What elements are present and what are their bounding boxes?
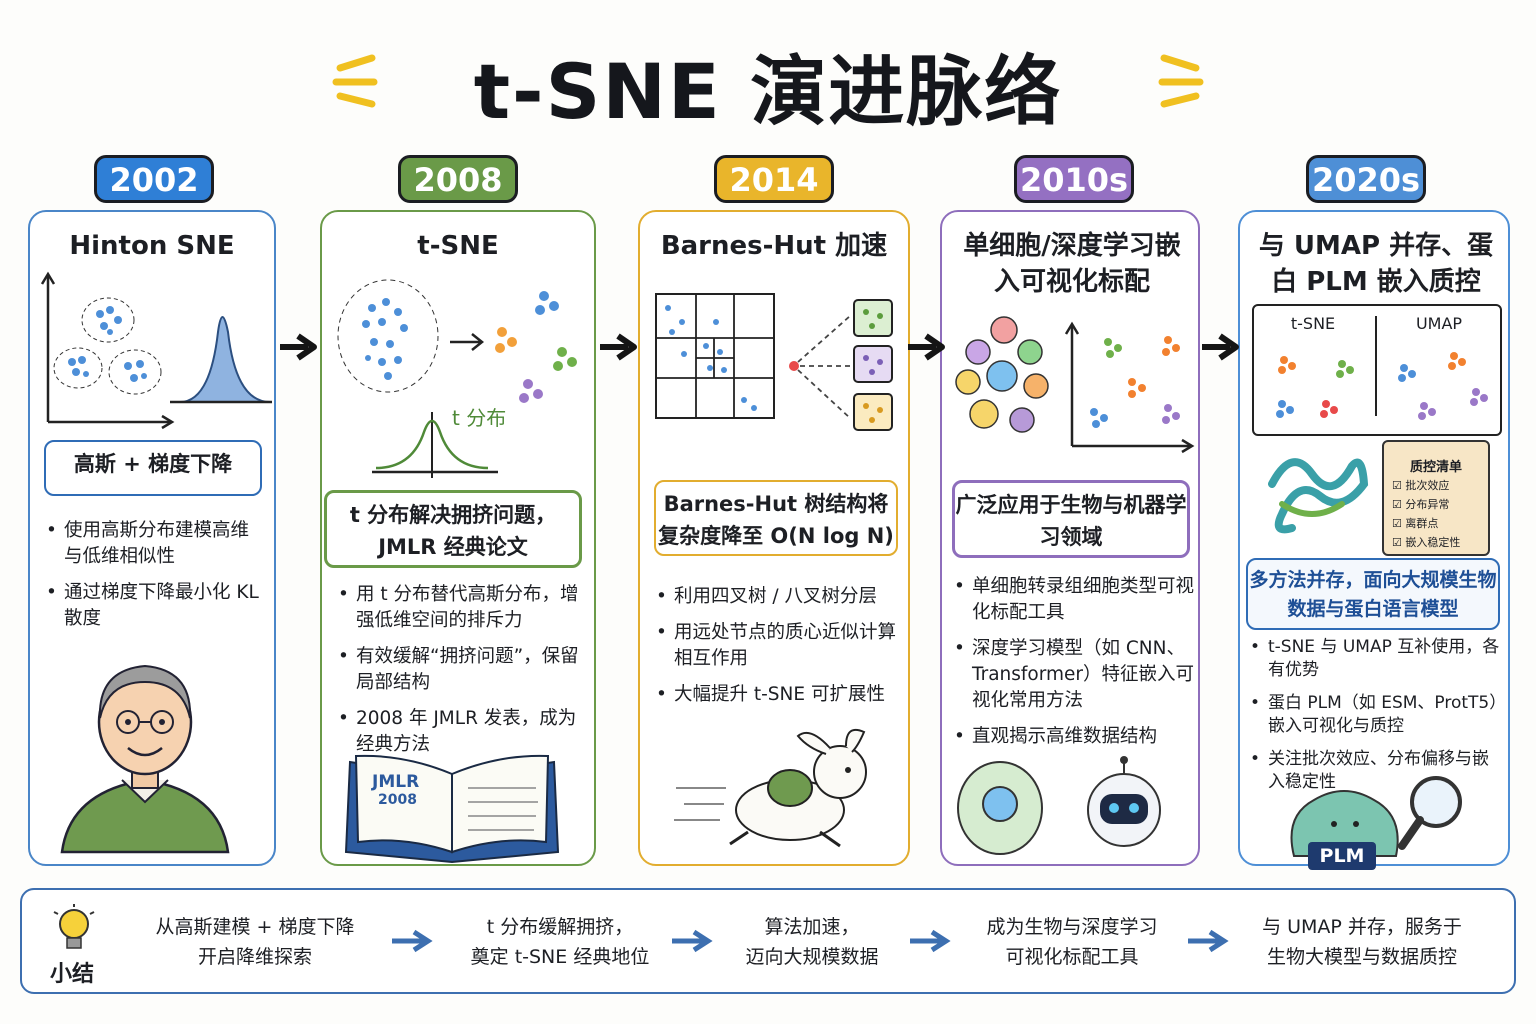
- bullet-item: 直观揭示高维数据结构: [954, 724, 1198, 750]
- bullet-item: 单细胞转录组细胞类型可视化标配工具: [954, 574, 1198, 626]
- comparison-panel: t-SNE UMAP: [1252, 304, 1502, 436]
- sparkle-right-icon: [1158, 54, 1204, 108]
- stage-key-box: Barnes-Hut 树结构将复杂度降至 O(N log N): [654, 480, 898, 556]
- arrow-right-icon: [1202, 333, 1239, 361]
- panel-right-label: UMAP: [1415, 314, 1463, 333]
- hinton-portrait-illustration: [60, 664, 230, 854]
- bullet-item: 用远处节点的质心近似计算相互作用: [656, 620, 900, 672]
- stage-card-2020s: 与 UMAP 并存、蛋白 PLM 嵌入质控 t-SNE UMAP 质控清单 ☑ …: [1238, 210, 1510, 870]
- bullet-item: 关注批次效应、分布偏移与嵌入稳定性: [1250, 748, 1504, 794]
- arrow-right-icon: [908, 333, 945, 361]
- stage-bullets: t-SNE 与 UMAP 互补使用，各有优势 蛋白 PLM（如 ESM、Prot…: [1250, 636, 1504, 804]
- arrow-right-icon: [910, 929, 951, 953]
- book-icon: [344, 754, 560, 864]
- sparkle-left-icon: [332, 54, 378, 108]
- page-title: t-SNE 演进脉络: [473, 47, 1063, 136]
- tsne-clusters-illustration: [337, 279, 577, 478]
- stage-title: 与 UMAP 并存、蛋白 PLM 嵌入质控: [1258, 231, 1494, 297]
- stage-bullets: 单细胞转录组细胞类型可视化标配工具 深度学习模型（如 CNN、Transform…: [954, 574, 1198, 760]
- stage-title: t-SNE: [417, 231, 499, 261]
- checklist-item: ☑ 批次效应: [1392, 479, 1450, 492]
- rabbit-icon: [674, 728, 867, 848]
- bullet-item: 蛋白 PLM（如 ESM、ProtT5）嵌入可视化与质控: [1250, 692, 1504, 738]
- qc-checklist: 质控清单 ☑ 批次效应 ☑ 分布异常 ☑ 离群点 ☑ 嵌入稳定性: [1382, 440, 1490, 556]
- summary-panel: 小结 从高斯建模 + 梯度下降开启降维探索 t 分布缓解拥挤，奠定 t-SNE …: [20, 888, 1516, 994]
- stage-card-2002: Hinton SNE 高斯 + 梯度下降 使用高斯分布建模高维与低维相似性 通过…: [28, 210, 276, 866]
- summary-step: 从高斯建模 + 梯度下降开启降维探索: [155, 916, 355, 968]
- stage-key-box: 广泛应用于生物与机器学习领域: [952, 480, 1190, 558]
- summary-step: 与 UMAP 并存，服务于生物大模型与数据质控: [1262, 916, 1462, 968]
- stage-title: Hinton SNE: [69, 231, 235, 261]
- bullet-item: 用 t 分布替代高斯分布，增强低维空间的排斥力: [338, 582, 582, 634]
- bullet-item: 大幅提升 t-SNE 可扩展性: [656, 682, 900, 708]
- stage-bullets: 使用高斯分布建模高维与低维相似性 通过梯度下降最小化 KL 散度: [46, 518, 266, 642]
- cell-and-robot-icons: [957, 756, 1161, 855]
- arrow-right-icon: [600, 333, 637, 361]
- quadtree-illustration: [655, 293, 893, 431]
- year-badge-2002: 2002: [94, 155, 214, 203]
- stage-title: Barnes-Hut 加速: [660, 231, 888, 261]
- checklist-item: ☑ 离群点: [1392, 517, 1439, 530]
- stage-card-2010s: 单细胞/深度学习嵌入可视化标配 广泛应用于生物与机器学习领域 单细胞转录组细胞类…: [940, 210, 1200, 866]
- stage-key-box: 高斯 + 梯度下降: [44, 440, 262, 496]
- panel-left-label: t-SNE: [1290, 314, 1336, 333]
- bullet-item: 使用高斯分布建模高维与低维相似性: [46, 518, 266, 570]
- stage-title: 单细胞/深度学习嵌入可视化标配: [963, 231, 1181, 297]
- summary-step: 成为生物与深度学习可视化标配工具: [986, 916, 1158, 968]
- bullet-item: 有效缓解“拥挤问题”，保留局部结构: [338, 644, 582, 696]
- bullet-item: 通过梯度下降最小化 KL 散度: [46, 580, 266, 632]
- stage-bullets: 利用四叉树 / 八叉树分层 用远处节点的质心近似计算相互作用 大幅提升 t-SN…: [656, 584, 900, 718]
- bullet-item: 深度学习模型（如 CNN、Transformer）特征嵌入可视化常用方法: [954, 636, 1198, 714]
- year-badge-2014: 2014: [714, 155, 834, 203]
- checklist-title: 质控清单: [1409, 460, 1462, 475]
- stage-card-2008: t-SNE t 分布 t 分布解决拥挤问题，JMLR 经典论文 用 t 分布替代…: [320, 210, 596, 866]
- t-distribution-label: t 分布: [452, 406, 507, 430]
- year-badge-2008: 2008: [398, 155, 518, 203]
- stage-card-2014: Barnes-Hut 加速 Barnes-Hut 树结构将复杂度降至 O(N l…: [638, 210, 910, 866]
- checklist-item: ☑ 嵌入稳定性: [1392, 536, 1461, 549]
- stage-key-box: t 分布解决拥挤问题，JMLR 经典论文: [324, 490, 582, 568]
- summary-step: 算法加速，迈向大规模数据: [745, 916, 879, 968]
- protein-structure-icon: [1268, 458, 1369, 534]
- year-badge-2020s: 2020s: [1306, 155, 1426, 203]
- bullet-item: 利用四叉树 / 八叉树分层: [656, 584, 900, 610]
- checklist-items: ☑ 批次效应 ☑ 分布异常 ☑ 离群点 ☑ 嵌入稳定性: [1392, 476, 1460, 552]
- bullet-item: t-SNE 与 UMAP 互补使用，各有优势: [1250, 636, 1504, 682]
- gaussian-clusters-illustration: [40, 271, 272, 430]
- checklist-item: ☑ 分布异常: [1392, 498, 1450, 511]
- stage-bullets: 用 t 分布替代高斯分布，增强低维空间的排斥力 有效缓解“拥挤问题”，保留局部结…: [338, 582, 582, 768]
- single-cell-embedding-illustration: [955, 316, 1195, 454]
- arrow-right-icon: [392, 929, 433, 953]
- magnifier-and-plm-icon: [1290, 776, 1462, 857]
- arrow-right-icon: [1188, 929, 1229, 953]
- plm-badge: PLM: [1308, 842, 1376, 870]
- summary-label: 小结: [50, 962, 95, 987]
- arrow-right-icon: [280, 333, 317, 361]
- book-label: JMLR: [372, 772, 420, 792]
- year-badge-2010s: 2010s: [1014, 155, 1134, 203]
- cluster-comparison-plot: [1276, 352, 1488, 420]
- summary-step: t 分布缓解拥挤，奠定 t-SNE 经典地位: [470, 916, 650, 968]
- book-year: 2008: [378, 792, 417, 808]
- lightbulb-icon: [53, 904, 95, 949]
- bullet-item: 2008 年 JMLR 发表，成为经典方法: [338, 706, 582, 758]
- stage-key-box: 多方法并存，面向大规模生物数据与蛋白语言模型: [1246, 558, 1500, 630]
- arrow-right-icon: [672, 929, 713, 953]
